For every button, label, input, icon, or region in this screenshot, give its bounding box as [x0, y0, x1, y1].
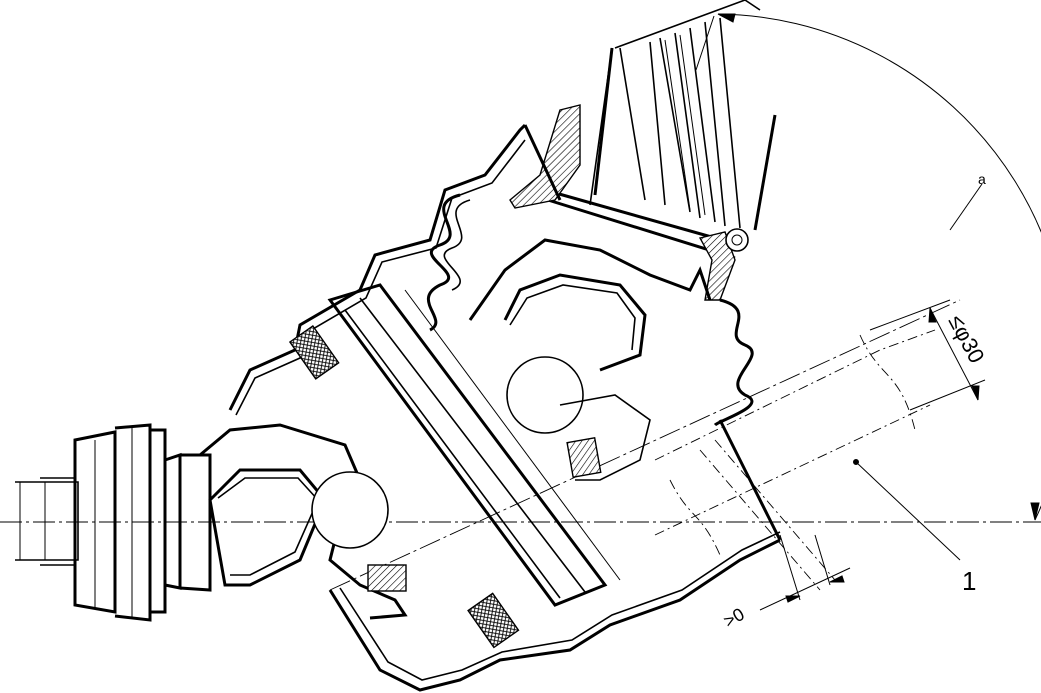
diameter-dimension — [869, 299, 986, 411]
diameter-label: ≤φ30 — [944, 311, 990, 368]
angle-dimension — [695, 13, 1041, 521]
outer-housing — [228, 123, 782, 692]
upper-yoke — [468, 238, 712, 481]
lower-yoke — [199, 423, 408, 620]
left-shaft-end — [15, 423, 212, 622]
clearance-label: >0 — [720, 604, 748, 632]
item-number-label: 1 — [962, 566, 976, 596]
upper-seal — [509, 104, 749, 301]
clearance-dimension — [759, 534, 851, 611]
angle-label: a — [978, 171, 986, 187]
bellows — [426, 193, 754, 427]
center-member — [327, 283, 621, 607]
lower-shaft-phantom — [654, 329, 936, 591]
item-leader — [855, 461, 961, 561]
shaft-centerline — [329, 299, 961, 591]
